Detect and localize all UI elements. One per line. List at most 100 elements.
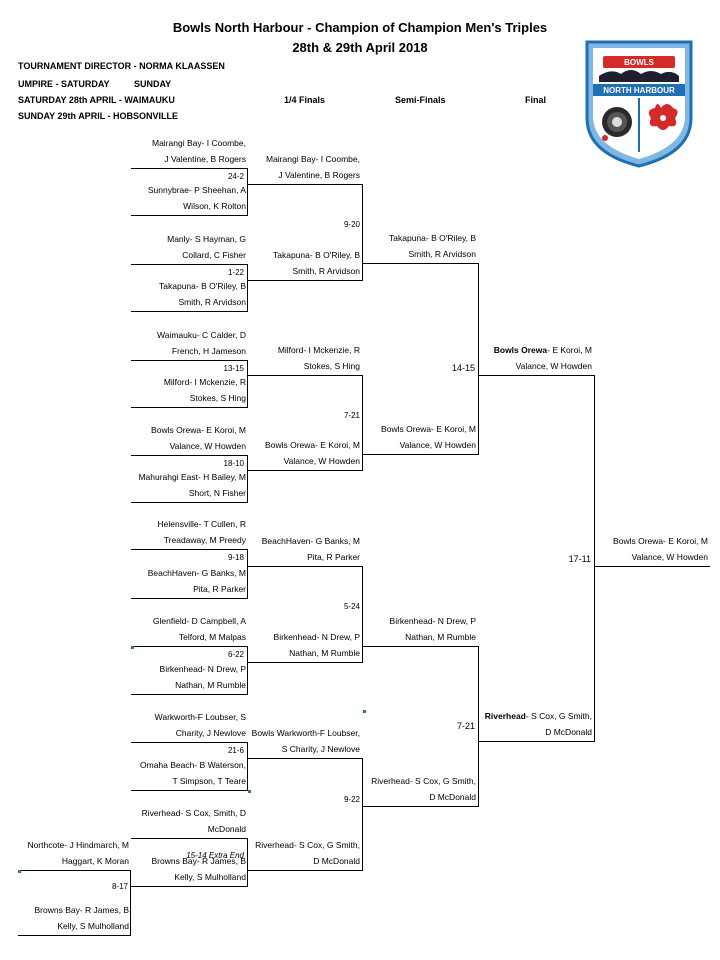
players: - E Koroi, M — [547, 345, 592, 355]
team-line-2: Nathan, M Rumble — [289, 648, 360, 658]
team-line-1: Birkenhead- N Drew, P — [273, 632, 360, 642]
score-r1-4: 18-10 — [223, 459, 244, 468]
umpire-sunday: SUNDAY — [134, 79, 172, 89]
team-line-1: Birkenhead- N Drew, P — [159, 664, 246, 674]
club-name: Bowls Orewa — [493, 345, 548, 355]
team-line-2: D McDonald — [545, 727, 592, 737]
team-sf-4: Riverhead- S Cox, G Smith, D McDonald — [371, 773, 476, 805]
team-line-1: Mahurahgi East- H Bailey, M — [138, 472, 246, 482]
team-r1-14: Omaha Beach- B Waterson, T Simpson, T Tea… — [140, 757, 246, 789]
team-line-1: Riverhead- S Cox, Smith, D — [141, 808, 246, 818]
score-qf-3: 5-24 — [343, 602, 360, 611]
team-line-1: Bowls Orewa- E Koroi, M — [265, 440, 360, 450]
team-r1-16: Browns Bay- R James, B Kelly, S Mulhollan… — [152, 853, 246, 885]
tournament-director: TOURNAMENT DIRECTOR - NORMA KLAASSEN — [18, 61, 225, 71]
team-line-1: Riverhead- S Cox, G Smith, — [485, 708, 592, 724]
team-line-1: Takapuna- B O'Riley, B — [159, 281, 246, 291]
players: - S Cox, G Smith, — [525, 711, 592, 721]
team-line-1: Milford- I Mckenzie, R — [277, 345, 360, 355]
team-line-2: Smith, R Arvidson — [408, 249, 476, 259]
team-line-2: T Simpson, T Teare — [172, 776, 246, 786]
team-qf-2: Takapuna- B O'Riley, B Smith, R Arvidson — [273, 247, 360, 279]
team-line-1: Mairangi Bay- I Coombe, — [265, 154, 360, 164]
score-r1-5: 9-18 — [227, 553, 244, 562]
bowls-north-harbour-logo: BOWLS NORTH HARBOUR — [585, 40, 693, 168]
score-qf-4: 9-22 — [343, 795, 360, 804]
team-r1-1: Mairangi Bay- I Coombe,J Valentine, B Ro… — [152, 135, 246, 167]
team-qf-8: Riverhead- S Cox, G Smith, D McDonald — [255, 837, 360, 869]
team-line-1: Glenfield- D Campbell, A — [152, 616, 246, 626]
team-r1-9: Helensville- T Cullen, R Treadaway, M Pre… — [158, 516, 247, 548]
team-line-1: Riverhead- S Cox, G Smith, — [255, 840, 360, 850]
team-line-1: Milford- I Mckenzie, R — [163, 377, 246, 387]
team-sf-3: Birkenhead- N Drew, P Nathan, M Rumble — [390, 613, 476, 645]
team-line-1: Mairangi Bay- I Coombe, — [151, 138, 246, 148]
team-qf-3: Milford- I Mckenzie, R Stokes, S Hing — [278, 342, 360, 374]
score-prelim: 8-17 — [111, 882, 128, 891]
umpire-saturday: UMPIRE - SATURDAY — [18, 79, 110, 89]
team-line-1: Sunnybrae- P Sheehan, A — [147, 185, 246, 195]
team-line-2: Nathan, M Rumble — [175, 680, 246, 690]
team-line-1: Manly- S Hayman, G — [167, 234, 246, 244]
team-line-1: Bowls Orewa- E Koroi, M — [494, 342, 592, 358]
score-r1-3: 13-15 — [223, 364, 244, 373]
team-line-2: Smith, R Arvidson — [292, 266, 360, 276]
team-r1-2: Sunnybrae- P Sheehan, A Wilson, K Rolton — [148, 182, 246, 214]
team-line-1: Bowls Orewa- E Koroi, M — [613, 536, 708, 546]
heading-quarter-finals: 1/4 Finals — [284, 95, 326, 105]
team-line-1: Omaha Beach- B Waterson, — [140, 760, 246, 770]
team-line-1: Riverhead- S Cox, G Smith, — [371, 776, 476, 786]
team-qf-7: Bowls Warkworth-F Loubser,S Charity, J N… — [252, 725, 360, 757]
team-line-2: Kelly, S Mulholland — [174, 872, 246, 882]
logo-top-text: BOWLS — [624, 58, 654, 67]
sunday-venue: SUNDAY 29th APRIL - HOBSONVILLE — [18, 111, 179, 121]
team-r1-6: Milford- I Mckenzie, R Stokes, S Hing — [164, 374, 246, 406]
team-final-2: Riverhead- S Cox, G Smith, D McDonald — [485, 708, 592, 740]
team-line-1: Bowls Orewa- E Koroi, M — [381, 424, 476, 434]
score-final: 17-11 — [568, 554, 591, 564]
team-line-2: Kelly, S Mulholland — [57, 921, 129, 931]
heading-semi-finals: Semi-Finals — [395, 95, 446, 105]
team-line-2: Smith, R Arvidson — [178, 297, 246, 307]
team-line-2: Stokes, S Hing — [189, 393, 246, 403]
saturday-venue: SATURDAY 28th APRIL - WAIMAUKU — [18, 95, 175, 105]
score-r1-7: 21-6 — [227, 746, 244, 755]
team-line-2: Nathan, M Rumble — [405, 632, 476, 642]
team-line-2: Valance, W Howden — [169, 441, 246, 451]
team-qf-1: Mairangi Bay- I Coombe,J Valentine, B Ro… — [266, 151, 360, 183]
team-line-2: Pita, R Parker — [193, 584, 246, 594]
team-line-1: BeachHaven- G Banks, M — [147, 568, 246, 578]
team-line-2: S Charity, J Newlove — [281, 744, 360, 754]
team-r1-10: BeachHaven- G Banks, M Pita, R Parker — [148, 565, 246, 597]
team-line-2: D McDonald — [429, 792, 476, 802]
club-name: Riverhead — [484, 711, 526, 721]
score-r1-1: 24-2 — [227, 172, 244, 181]
team-line-1: Takapuna- B O'Riley, B — [273, 250, 360, 260]
team-r1-12: Birkenhead- N Drew, P Nathan, M Rumble — [160, 661, 246, 693]
team-line-2: Haggart, K Moran — [61, 856, 129, 866]
page-title: Bowls North Harbour - Champion of Champi… — [172, 20, 548, 35]
logo-bottom-text: NORTH HARBOUR — [603, 86, 675, 95]
team-line-1: Browns Bay- R James, B — [151, 856, 246, 866]
score-r1-8: 15-14 Extra End — [186, 851, 244, 860]
team-line-2: Stokes, S Hing — [303, 361, 360, 371]
team-r1-7: Bowls Orewa- E Koroi, M Valance, W Howden — [151, 422, 246, 454]
team-line-2: Treadaway, M Preedy — [163, 535, 246, 545]
team-line-1: Birkenhead- N Drew, P — [389, 616, 476, 626]
team-line-1: Bowls Orewa- E Koroi, M — [151, 425, 246, 435]
team-line-1: Helensville- T Cullen, R — [157, 519, 247, 529]
team-line-2: Telford, M Malpas — [178, 632, 246, 642]
team-line-2: D McDonald — [313, 856, 360, 866]
team-line-2: Charity, J Newlove — [175, 728, 246, 738]
score-r1-6: 6-22 — [227, 650, 244, 659]
team-line-2: Wilson, K Rolton — [183, 201, 246, 211]
